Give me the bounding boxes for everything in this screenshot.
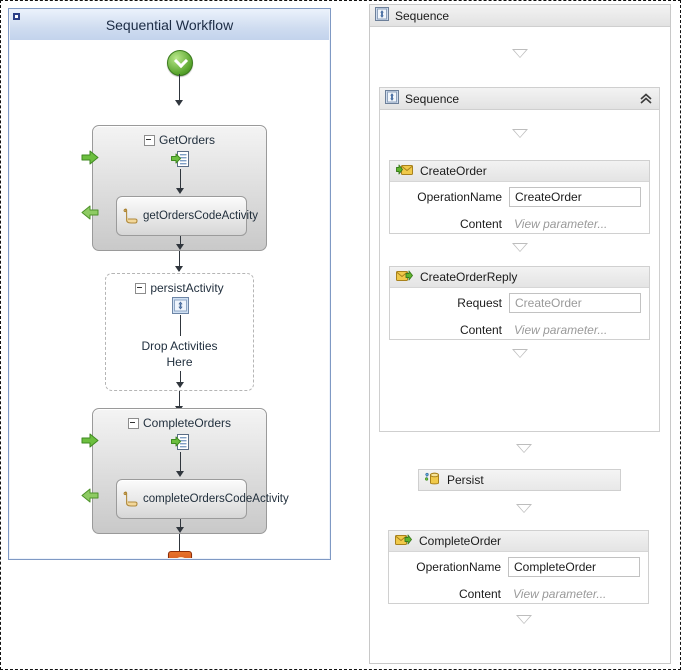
- activity-completeorderscodeactivity[interactable]: completeOrdersCodeActivity: [116, 479, 289, 519]
- green-arrow-in-icon: [81, 150, 99, 165]
- field-label: OperationName: [416, 560, 501, 574]
- field-label: Content: [459, 217, 502, 231]
- card-header: CompleteOrder: [389, 531, 648, 552]
- card-title: CompleteOrder: [419, 534, 502, 548]
- green-arrow-out-icon: [81, 205, 99, 220]
- connector-triangle: [511, 349, 528, 358]
- collapse-expander[interactable]: [143, 135, 155, 147]
- stop-square-icon[interactable]: [168, 551, 192, 558]
- workflow-canvas[interactable]: GetOrders: [10, 40, 329, 558]
- field-row: Request CreateOrder: [390, 291, 649, 315]
- connector-arrow: [175, 100, 183, 106]
- persist-icon: [425, 472, 440, 489]
- card-title: CreateOrderReply: [420, 270, 518, 284]
- content-view-parameter-link[interactable]: View parameter...: [514, 323, 608, 337]
- activity-label: getOrdersCodeActivity: [143, 210, 259, 222]
- content-view-parameter-link[interactable]: View parameter...: [513, 587, 607, 601]
- activity-card-createorderreply[interactable]: CreateOrderReply Request CreateOrder Con…: [389, 266, 650, 340]
- operationname-input[interactable]: CreateOrder: [509, 187, 641, 207]
- green-arrow-out-icon: [81, 488, 99, 503]
- resize-handle[interactable]: [13, 13, 20, 20]
- send-reply-icon: [396, 270, 413, 285]
- persist-activity-icon: [172, 297, 189, 314]
- card-header: CreateOrder: [390, 161, 649, 182]
- connector-triangle: [516, 615, 532, 624]
- sequential-workflow-designer[interactable]: Sequential Workflow GetOrders: [8, 8, 331, 560]
- field-label: Request: [457, 296, 502, 310]
- sequence-icon: [375, 7, 389, 24]
- outer-sequence-title: Sequence: [395, 8, 450, 23]
- connector-triangle: [512, 49, 528, 58]
- operationname-input[interactable]: CompleteOrder: [508, 557, 640, 577]
- activity-completeorders[interactable]: CompleteOrders: [81, 408, 289, 534]
- connector-triangle: [516, 504, 532, 513]
- field-row: OperationName CompleteOrder: [389, 555, 648, 579]
- connector-line: [179, 74, 180, 102]
- card-title: CreateOrder: [420, 164, 487, 178]
- connector-triangle: [511, 129, 528, 138]
- inner-sequence-container[interactable]: Sequence CreateOrder: [379, 87, 660, 432]
- activity-header-getorders: GetOrders: [93, 133, 266, 147]
- web-service-input-icon: [171, 433, 190, 452]
- field-row: OperationName CreateOrder: [390, 185, 649, 209]
- wf4-workflow-designer[interactable]: Sequence Sequence: [369, 4, 671, 664]
- start-circle-icon[interactable]: [167, 50, 193, 76]
- outer-sequence-header[interactable]: Sequence: [370, 5, 670, 27]
- collapse-expander[interactable]: [127, 418, 139, 430]
- field-label: Content: [458, 587, 501, 601]
- connector-triangle: [516, 444, 532, 453]
- receive-icon: [396, 164, 413, 179]
- collapse-expander[interactable]: [135, 283, 147, 295]
- activity-getorders[interactable]: GetOrders: [81, 125, 267, 251]
- inner-sequence-title: Sequence: [405, 91, 460, 106]
- page-title: Sequential Workflow: [10, 10, 329, 41]
- green-arrow-in-icon: [81, 433, 99, 448]
- activity-getorderscodeactivity[interactable]: getOrdersCodeActivity: [116, 196, 259, 236]
- field-row: Content View parameter...: [390, 212, 649, 236]
- sequence-icon: [385, 90, 399, 107]
- chevron-double-up-icon[interactable]: [638, 92, 654, 106]
- activity-persistactivity[interactable]: persistActivity Drop Activities Here: [105, 273, 254, 391]
- drop-activities-hint: Drop Activities Here: [141, 339, 218, 369]
- activity-header-persistactivity: persistActivity: [106, 281, 253, 295]
- field-row: Content View parameter...: [390, 318, 649, 342]
- activity-label: completeOrdersCodeActivity: [143, 493, 289, 505]
- content-view-parameter-link[interactable]: View parameter...: [514, 217, 608, 231]
- field-label: OperationName: [417, 190, 502, 204]
- code-activity-icon: [123, 491, 138, 507]
- send-reply-icon: [395, 534, 412, 549]
- code-activity-icon: [123, 208, 138, 224]
- connector-triangle: [511, 243, 528, 252]
- web-service-input-icon: [171, 150, 190, 169]
- request-input[interactable]: CreateOrder: [509, 293, 641, 313]
- activity-card-completeorder[interactable]: CompleteOrder OperationName CompleteOrde…: [388, 530, 649, 604]
- inner-sequence-header[interactable]: Sequence: [380, 88, 659, 110]
- field-label: Content: [459, 323, 502, 337]
- card-title: Persist: [447, 473, 484, 487]
- activity-card-persist[interactable]: Persist: [418, 469, 621, 491]
- activity-header-completeorders: CompleteOrders: [93, 416, 266, 430]
- activity-card-createorder[interactable]: CreateOrder OperationName CreateOrder Co…: [389, 160, 650, 234]
- card-header: CreateOrderReply: [390, 267, 649, 288]
- field-row: Content View parameter...: [389, 582, 648, 606]
